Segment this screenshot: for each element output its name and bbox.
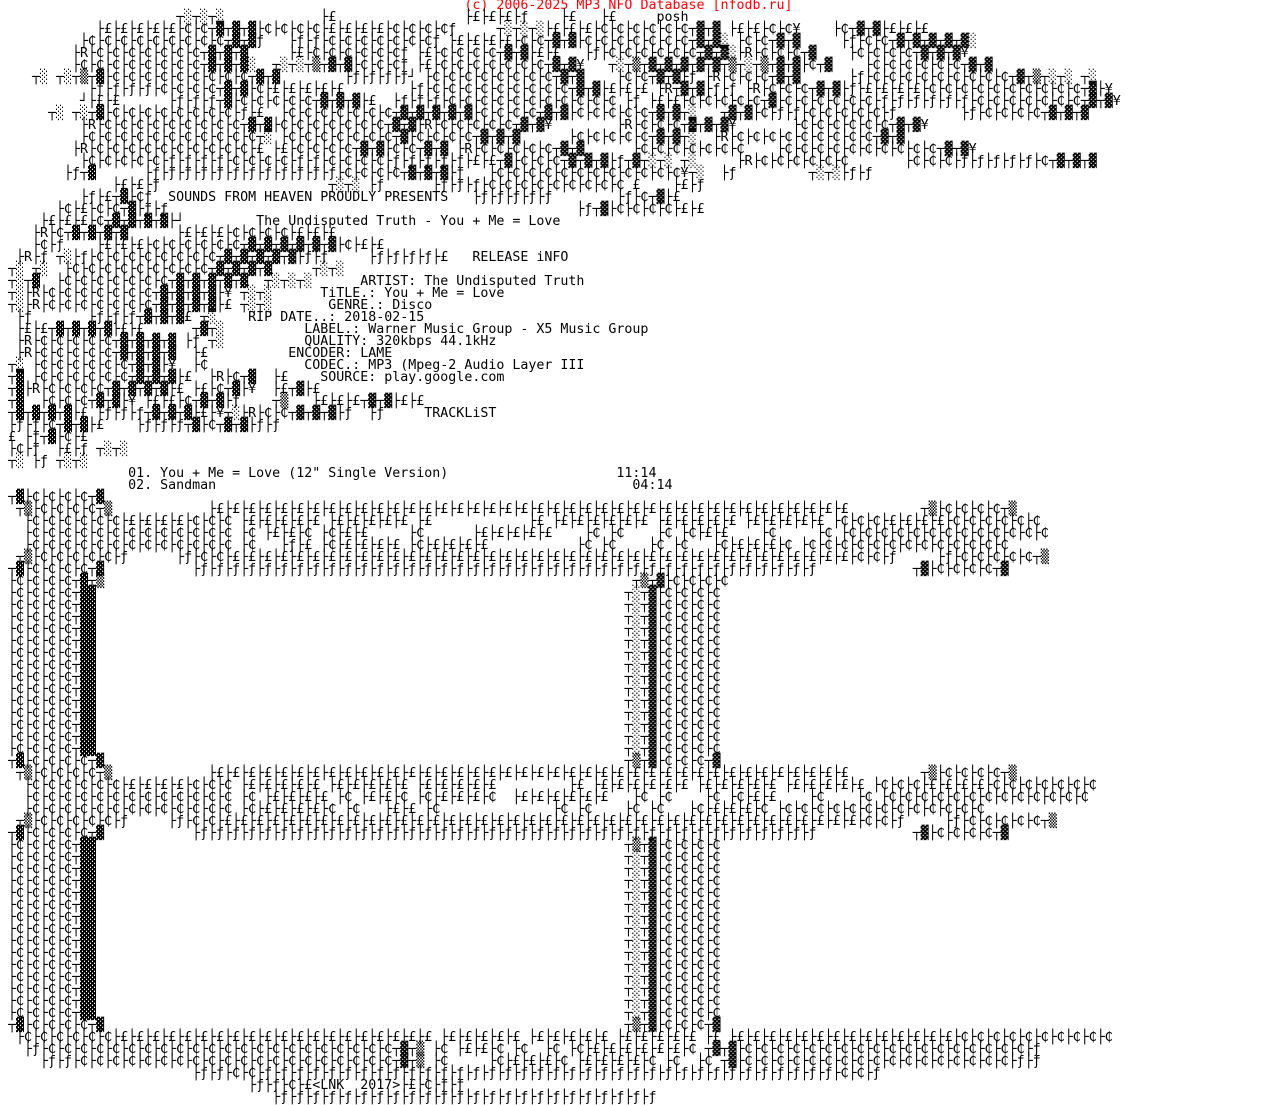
ascii-art-line: ├₵├₵├₵├₵┬▓▓ ┬░┬▓├₵├₵├₵├₵: [0, 850, 721, 865]
ascii-art-line: ├₵├₵├₵├₵├₵├₵├₵├₵├₵├₵├₵┬░ ├₵├₵├₵├₵├₵├₵├₵┬…: [0, 130, 905, 145]
ascii-art-line: ├₵├₵├₵├₵┬▓▓ ┬░┬▓├₵├₵├₵├₵: [0, 598, 721, 613]
ascii-art-line: ├ƒ├ƒ├ƒ├ƒ├₵├₵├₵├₵┬▓┬▓├₵├£├£├£├£├£ ├ƒ├₵├₵├…: [0, 82, 1113, 97]
ascii-art-line: ├R├₵├₵├₵├₵├₵├₵├₵├₵├₵┬▓┬▓├₵├₵├₵├₵├₵├₵├₵┬▓…: [0, 118, 929, 133]
ascii-art-line: ┬▓┬▓┬▓┬▓├£ ├ƒ├ƒ├ƒ┬▓┬▓┬▓├£├¥┬░├R├₵├₵┬▓┬▓┬…: [0, 406, 497, 421]
ascii-art-line: ├₵├₵├₵├₵├₵├₵├₵├₵├₵├₵├₵├₵├₵ ├₵├£├£├£├£├₵ …: [0, 802, 985, 817]
ascii-art-line: 01. You + Me = Love (12" Single Version)…: [0, 466, 657, 481]
ascii-art-line: ├₵├₵├₵├₵┬▓▓ ┬░┬▓├₵├₵├₵├₵: [0, 646, 721, 661]
ascii-art-line: ├R├ƒ ┬░├ƒ├₵├₵├₵├₵├₵├₵├₵├₵┬▓┬▓┬▓┬▓┬▓├ƒ├ƒ …: [0, 250, 569, 265]
ascii-art-line: ┬░ ┬░┬▒┬▓├₵├₵├₵├₵├₵├₵├₵├₵├₵┬▓┬▓ ├ƒ├ƒ├ƒ├ƒ…: [0, 70, 1097, 85]
ascii-art-line: ┬▒├₵├₵├₵├₵┬▒ ├£├£├£├£├£├£├£├£├£├£├£├£├£├…: [0, 502, 1017, 517]
ascii-art-line: ├£├£├£├£├£├₵├₵┬▓┬▓┬▓├₵├₵├₵├₵├£├£├£├£├₵├₵…: [0, 22, 929, 37]
ascii-art-line: 02. Sandman 04:14: [0, 478, 673, 493]
ascii-art-line: ├₵├ƒ ├£├£├£├₵├₵├₵├₵├₵├₵┬▓┬▓┬▓┬▓┬▓┬▓├₵├£├…: [0, 238, 385, 253]
ascii-art-line: ├ƒ├₵├₵├₵├₵├₵├₵├₵├₵├₵├₵├₵├₵├₵├₵├₵├₵├₵├₵├₵…: [0, 1042, 1041, 1057]
ascii-art-line: ├₵├₵├₵├₵┬▓▓ ┬░┬▓├₵├₵├₵├₵: [0, 994, 721, 1009]
ascii-art-line: ├₵├₵├₵├₵┬▓▓ ┬░┬▓├₵├₵├₵├₵: [0, 958, 721, 973]
ascii-art-line: ├₵├₵├₵├₵┬▓▓ ┬░┬▓├₵├₵├₵├₵: [0, 1006, 721, 1021]
ascii-art-line: ├₵├₵├₵├₵├₵├₵├₵├₵┬▓┬▓┬▓░ ┬░┬░┬▒┬▓┬▓├₵├₵├₵…: [0, 58, 993, 73]
copyright-text: (c) 2006-2025 MP3 NFO Database [nfodb.ru…: [464, 0, 793, 13]
ascii-art-line: ├₵├₵├₵├₵┬▓▓ ┬▒┬▓├₵├₵├₵├₵: [0, 838, 721, 853]
ascii-art-line: ├ƒ├ƒ├₵├₵├ƒ├ƒ├ƒ├ƒ├ƒ├ƒ├ƒ├ƒ├ƒ├ƒ├ƒ├ƒ├ƒ├ƒ├ƒ├ƒ…: [0, 1066, 881, 1081]
ascii-art-line: ├₵├₵├₵├₵┬▓▓ ┬░┬▓├₵├₵├₵├₵: [0, 910, 721, 925]
ascii-art-line: ├₵├₵├₵├₵├₵├₵├£├£├£├£├£├£├£├£├£├£├£├£├£├£…: [0, 1030, 1113, 1045]
ascii-art-line: ├₵├₵├₵├₵┬▓▓ ┬░┬▓├₵├₵├₵├₵: [0, 982, 721, 997]
ascii-art-line: ├₵├₵├₵├₵┬▓▓ ┬░┬▓├₵├₵├₵├₵: [0, 694, 721, 709]
ascii-art-line: ┬▒├₵├₵├₵├₵┬▒ ├£├£├£├£├£├£├£├£├£├£├£├£├£├…: [0, 766, 1017, 781]
ascii-art-line: ┬░ ├₵├₵├₵├₵├₵├₵┬▓┬▓├¥ ├₵ CODEC.: MP3 (Mp…: [0, 358, 585, 373]
ascii-art-line: ├₵├₵├₵├₵├₵├₵├£├£├£├£├₵├₵├₵ ├£├£├£├£├£ ├£…: [0, 778, 1097, 793]
ascii-art-line: ├R├₵┬▓┬▓┬▓┬▓ ├£├£├£├₵├₵├₵├₵├£├£├£: [0, 226, 337, 241]
ascii-art-line: ├£├£┬▓┬▓┬▓┬▓├£├£ ┬▓┬░ LABEL.: Warner Mus…: [0, 322, 649, 337]
ascii-art-line: ├₵├£├₵├₵┬▓├ƒ├ƒ ├ƒ┬▓├₵├₵├₵├₵├£├£: [0, 202, 705, 217]
ascii-art-line: ├₵├₵├₵├₵┬▓▓ ┬░┬▓├₵├₵├₵├₵: [0, 874, 721, 889]
ascii-art-line: ├ƒ├ƒ├₵├₵├₵├₵├₵├₵├₵├₵├₵├₵├₵├₵├₵├₵├₵├₵├₵├₵…: [0, 1054, 1041, 1069]
nfo-document: (c) 2006-2025 MP3 NFO Database [nfodb.ru…: [0, 0, 1121, 1105]
ascii-art-line: ┬▓ ├₵├₵├₵┬▓┬▓├¥ ├£├£├₵┬▓┬▓├ƒ ┬▒ ├£├£├£┬▓…: [0, 394, 425, 409]
ascii-art-line: ┬▓├₵├₵├₵├₵┬▓ ├ƒ├ƒ├ƒ├ƒ├ƒ├ƒ├ƒ├ƒ├ƒ├ƒ├ƒ├ƒ├ƒ├…: [0, 826, 1009, 841]
ascii-art-line: ├R├₵├₵├₵├₵├₵├₵├₵┬▓┬▓┬▓ ├£├₵├₵├₵├₵├₵├₵ƒ ├…: [0, 46, 969, 61]
ascii-art-line: ├₵├₵├₵├₵┬▓▓ ┬░┬▓├₵├₵├₵├₵: [0, 634, 721, 649]
ascii-art-line: ┬░ ┬░ ├₵├₵├₵├₵├₵├₵├₵├₵├₵┬▓┬▓┬▓┬▓ ┬░┬░: [0, 262, 345, 277]
ascii-art-line: ├₵├₵├₵├₵┬▓▓ ┬░┬▓├₵├₵├₵├₵: [0, 862, 721, 877]
ascii-art-line: ┬░┬▓ ├₵├₵├₵├₵├₵├₵├₵┬▓┬▓┬▓┬▓┬▓ ┬░┬░┬░ ART…: [0, 274, 585, 289]
ascii-art-line: ├₵├₵├₵├₵┬▓▓ ┬░┬▓├₵├₵├₵├₵: [0, 970, 721, 985]
ascii-art-line: ┬░├R├₵├₵├₵├₵├₵├₵├₵┬▓┬▓┬▓┬▓├¥ ┬░┬░ TiTLE.…: [0, 286, 505, 301]
ascii-art-line: ├₵├₵├₵├₵┬▓▓ ┬░┬▓├₵├₵├₵├₵: [0, 718, 721, 733]
ascii-art-line: ┬▓├₵├₵├₵├₵┬▓: [0, 490, 105, 505]
ascii-art-line: ┘├£├£ ├ƒ├ƒ├ƒ┬▓├₵├₵├₵├₵├₵┬▓┬▓┬▓├£ ├ƒ├ƒ├ƒ├…: [0, 94, 1121, 109]
ascii-art-line: ├₵├ƒ ├£├ƒ ┬░┬░: [0, 442, 129, 457]
ascii-art-line: ├ƒ├£┬▓├₵ƒ SOUNDS FROM HEAVEN PROUDLY PRE…: [0, 190, 681, 205]
ascii-art-line: ├ƒ├ƒ├ƒ├ƒ├ƒ├ƒ├ƒ├ƒ├ƒ├ƒ├ƒ├ƒ├ƒ├ƒ├ƒ├ƒ├ƒ├ƒ├ƒ├ƒ…: [0, 1090, 657, 1105]
ascii-art-line: ┬▒├₵├₵├₵├₵├₵├ƒ ├ƒ├₵├₵├£├£├£├£├£├£├£├£├£├…: [0, 814, 1057, 829]
ascii-art-line: ├₵├₵├₵├₵┬▓▓ ┬░┬▓├₵├₵├₵├₵: [0, 730, 721, 745]
ascii-art-line: ├£├£├ƒ ┬░┬░ ├ƒ ├ƒ├ƒ├ƒ├₵├₵├₵├₵├₵├₵├₵├₵├₵ …: [0, 178, 705, 193]
ascii-art-line: ┬▓├R├₵├₵├₵├₵┬▓┬▓┬▓┬▓├£ ├£├₵┬▓├¥ ├£┬▓├£: [0, 382, 321, 397]
ascii-art-line: ├₵├₵├₵├₵┬▓▓ ┬░┬▓├₵├₵├₵├₵: [0, 898, 721, 913]
ascii-art-line: ├ƒ├ƒ├₵├£<LNK 2017>├£├₵├ƒ├ƒ: [0, 1078, 465, 1093]
ascii-art-line: ├₵├₵├₵├₵┬▓▓ ┬░┬▓├₵├₵├₵├₵: [0, 742, 721, 757]
copyright-header: (c) 2006-2025 MP3 NFO Database [nfodb.ru…: [0, 0, 1121, 12]
ascii-art-line: ├ƒ├ƒ├₵┬▓┬▓├£ ├ƒ├ƒ├ƒ┬▓├₵┬▓┬▓├ƒ├ƒ: [0, 418, 281, 433]
ascii-art-line: ├₵├₵├₵├₵├₵├₵├₵├₵├₵├₵├₵├₵├₵ ├₵ ├£├£├₵ ├₵├…: [0, 526, 1049, 541]
ascii-art-line: ├₵├₵├₵├₵┬▓▓ ┬░┬▓├₵├₵├₵├₵: [0, 946, 721, 961]
ascii-art-line: ├₵├₵├₵├₵┬▓▓ ┬░┬▓├₵├₵├₵├₵: [0, 706, 721, 721]
ascii-art-line: ├ƒ ├ƒ├ƒ├ƒ┬▓┬▓┬▓£ ┬░ RIP DATE..: 2018-02-…: [0, 310, 425, 325]
ascii-art-line: ├R├₵├₵├₵├₵├₵┬▓┬▓┬▓┬▓ ├£ ENCODER: LAME: [0, 346, 393, 361]
ascii-art-line: ┬░ ┬░┬▓├₵├₵├₵├₵├₵├₵├₵├₵├ƒ├£ ├₵├₵├₵├₵├₵├₵…: [0, 106, 1089, 121]
ascii-art-line: ┬░┬░┬░ ├£ ├£├£├£├ƒ ├£ ├£ posh: [0, 10, 689, 25]
ascii-art-line: ┬░├R├₵├₵├₵├₵├₵├₵├₵┬▓┬▓┬▓┬▓├£ ┬░┬░ GENRE.…: [0, 298, 433, 313]
ascii-art-line: ├₵├₵├₵├₵┬▓▓ ┬░┬▓├₵├₵├₵├₵: [0, 610, 721, 625]
ascii-art-line: ├₵├₵├₵├₵┬▓▓ ┬░┬▓├₵├₵├₵├₵: [0, 934, 721, 949]
ascii-art-line: ├£├£├£├₵┬▓┬▓┬▓┬▓├┘ The Undisputed Truth …: [0, 214, 561, 229]
ascii-art-line: ├₵├₵├₵├₵├₵├₵├₵├₵├₵┬▓┬▓ƒ ├ƒ├ƒ├₵├₵├₵├₵├₵├₵…: [0, 34, 977, 49]
ascii-art-line: ┬▓├₵├₵├₵├₵┬▓ ┬▒┬▓├₵├₵├₵┬▓: [0, 1018, 721, 1033]
ascii-art-line: ├₵├₵├₵├₵├₵├₵├₵├₵├₵├₵├₵├₵├₵ ├₵ ├£├£├£├£ ├…: [0, 790, 1089, 805]
ascii-art-line: ├₵├₵├₵├₵┬▓▓ ┬░┬▓├₵├₵├₵├₵: [0, 682, 721, 697]
ascii-art-line: ├₵├₵├₵├₵┬▓▓ ┬░┬▓├₵├₵├₵├₵: [0, 622, 721, 637]
ascii-art-line: ├R├₵├₵├₵├₵├₵┬▓┬▓┬▓┬▓ ├ƒ ┬░ QUALITY: 320k…: [0, 334, 497, 349]
ascii-art-line: ┬▒├₵├₵├₵├₵├₵├ƒ ├ƒ├₵├₵├£├£├£├£├£├£├£├£├£├…: [0, 550, 1049, 565]
ascii-art-line: ├₵├₵├₵├₵┬▓┬▒ ┬▒┬▓├₵├₵├₵├₵: [0, 574, 729, 589]
ascii-art-line: ├ƒ┬▓ ├ƒ├ƒ├ƒ├ƒ├ƒ├ƒ├ƒ├ƒ├ƒ├ƒ├ƒ├ƒ├₵├₵├₵├₵┬▓┬…: [0, 166, 873, 181]
ascii-art-line: ├₵├₵├₵├₵┬▓▓ ┬░┬▓├₵├₵├₵├₵: [0, 670, 721, 685]
ascii-art-line: ├₵├₵├₵├₵├₵├₵├£├£├£├£├₵├₵├₵ ├£├£├£├£├£ ├£…: [0, 514, 1041, 529]
ascii-art-line: ┬▓├₵├₵├₵├₵┬▓ ┬▒┬▓├₵├₵├₵┬▓: [0, 754, 721, 769]
ascii-art-line: ├₵├₵├₵├₵┬▓▓ ┬░┬▓├₵├₵├₵├₵: [0, 922, 721, 937]
ascii-art-line: ┬░ ├ƒ ┬░┬░: [0, 454, 89, 469]
ascii-art-line: ├₵├₵├₵├₵┬▓▓ ┬░┬▓├₵├₵├₵├₵: [0, 886, 721, 901]
ascii-art-line: £ ├ƒ┬▓├₵├£: [0, 430, 89, 445]
ascii-art-line: ├₵├₵├₵├₵├₵├₵├₵├₵├₵├₵├₵├₵├₵ ├₵ ├ƒ├£ ├₵├£├…: [0, 538, 1009, 553]
ascii-art-line: ├₵├₵├₵├₵┬▓▓ ┬░┬▓├₵├₵├₵├₵: [0, 658, 721, 673]
ascii-art-line: ├₵├₵├₵├₵├₵├ƒ├ƒ├ƒ├ƒ├₵├₵├₵├₵├ƒ├ƒ├₵├₵├₵├₵├ƒ…: [0, 154, 1097, 169]
ascii-art-line: ┬▓├₵├₵├₵├₵┬▓ ├ƒ├ƒ├ƒ├ƒ├ƒ├ƒ├ƒ├ƒ├ƒ├ƒ├ƒ├ƒ├ƒ├…: [0, 562, 1009, 577]
ascii-art-line: ├₵├₵├₵├₵┬▓▓ ┬░┬▓├₵├₵├₵├₵: [0, 586, 721, 601]
ascii-art-line: ├R├₵├₵├₵├₵├₵├₵├₵├₵├₵├₵├£ ├£├₵├₵├₵├₵┬▓┬▓├…: [0, 142, 977, 157]
ascii-art-line: ┬▓ ├₵├₵├₵├₵├₵├₵┬▓┬▓┬▓├£ ├R├₵┬▓ ├£ SOURCE…: [0, 370, 505, 385]
